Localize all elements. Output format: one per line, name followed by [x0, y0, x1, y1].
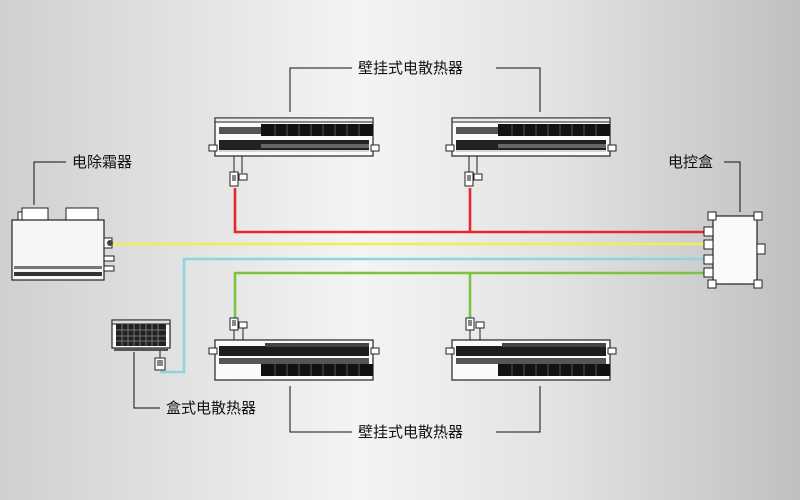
callout-wall-heater-top-right	[496, 67, 541, 112]
wall-heater-top-right	[445, 117, 617, 157]
label-wall-heater-bottom: 壁挂式电散热器	[358, 423, 464, 441]
defroster-unit	[11, 207, 115, 281]
box-heater-unit	[111, 319, 171, 371]
wall-heater-bottom-right	[445, 339, 617, 381]
label-defroster: 电除霜器	[72, 153, 133, 171]
callout-defroster	[33, 161, 66, 205]
plug-bottom-right	[465, 317, 485, 340]
label-wall-heater-top: 壁挂式电散热器	[358, 59, 464, 77]
red-wire	[233, 188, 709, 234]
wall-heater-top-left	[208, 117, 380, 157]
plug-top-right	[464, 171, 483, 187]
plug-bottom-left	[229, 317, 248, 340]
callout-control-box	[724, 161, 741, 212]
callout-wall-heater-bottom	[289, 386, 352, 433]
callout-box-heater	[133, 352, 160, 409]
callout-lines	[33, 67, 741, 433]
wires	[108, 188, 709, 374]
callout-wall-heater-top	[289, 67, 352, 112]
cyan-wire	[160, 257, 709, 374]
plug-top-left	[229, 171, 248, 187]
green-wire	[233, 271, 709, 320]
label-box-heater: 盒式电散热器	[166, 399, 257, 417]
callout-wall-heater-bottom-right	[496, 386, 541, 433]
control-box-unit	[703, 211, 766, 289]
label-control-box: 电控盒	[668, 153, 714, 171]
wall-heater-bottom-left	[208, 339, 380, 381]
